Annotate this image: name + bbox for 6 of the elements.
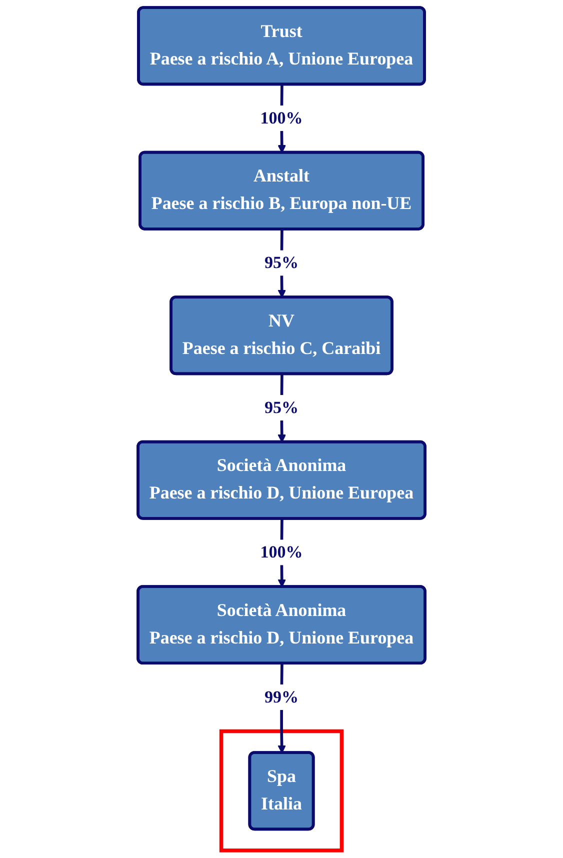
edge-label: 95% — [264, 398, 299, 417]
edge-label: 100% — [260, 542, 303, 562]
cluster — [219, 729, 344, 852]
edge-label: 100% — [260, 108, 303, 128]
edge-label: 99% — [264, 687, 299, 706]
edge-label: 95% — [264, 253, 299, 272]
